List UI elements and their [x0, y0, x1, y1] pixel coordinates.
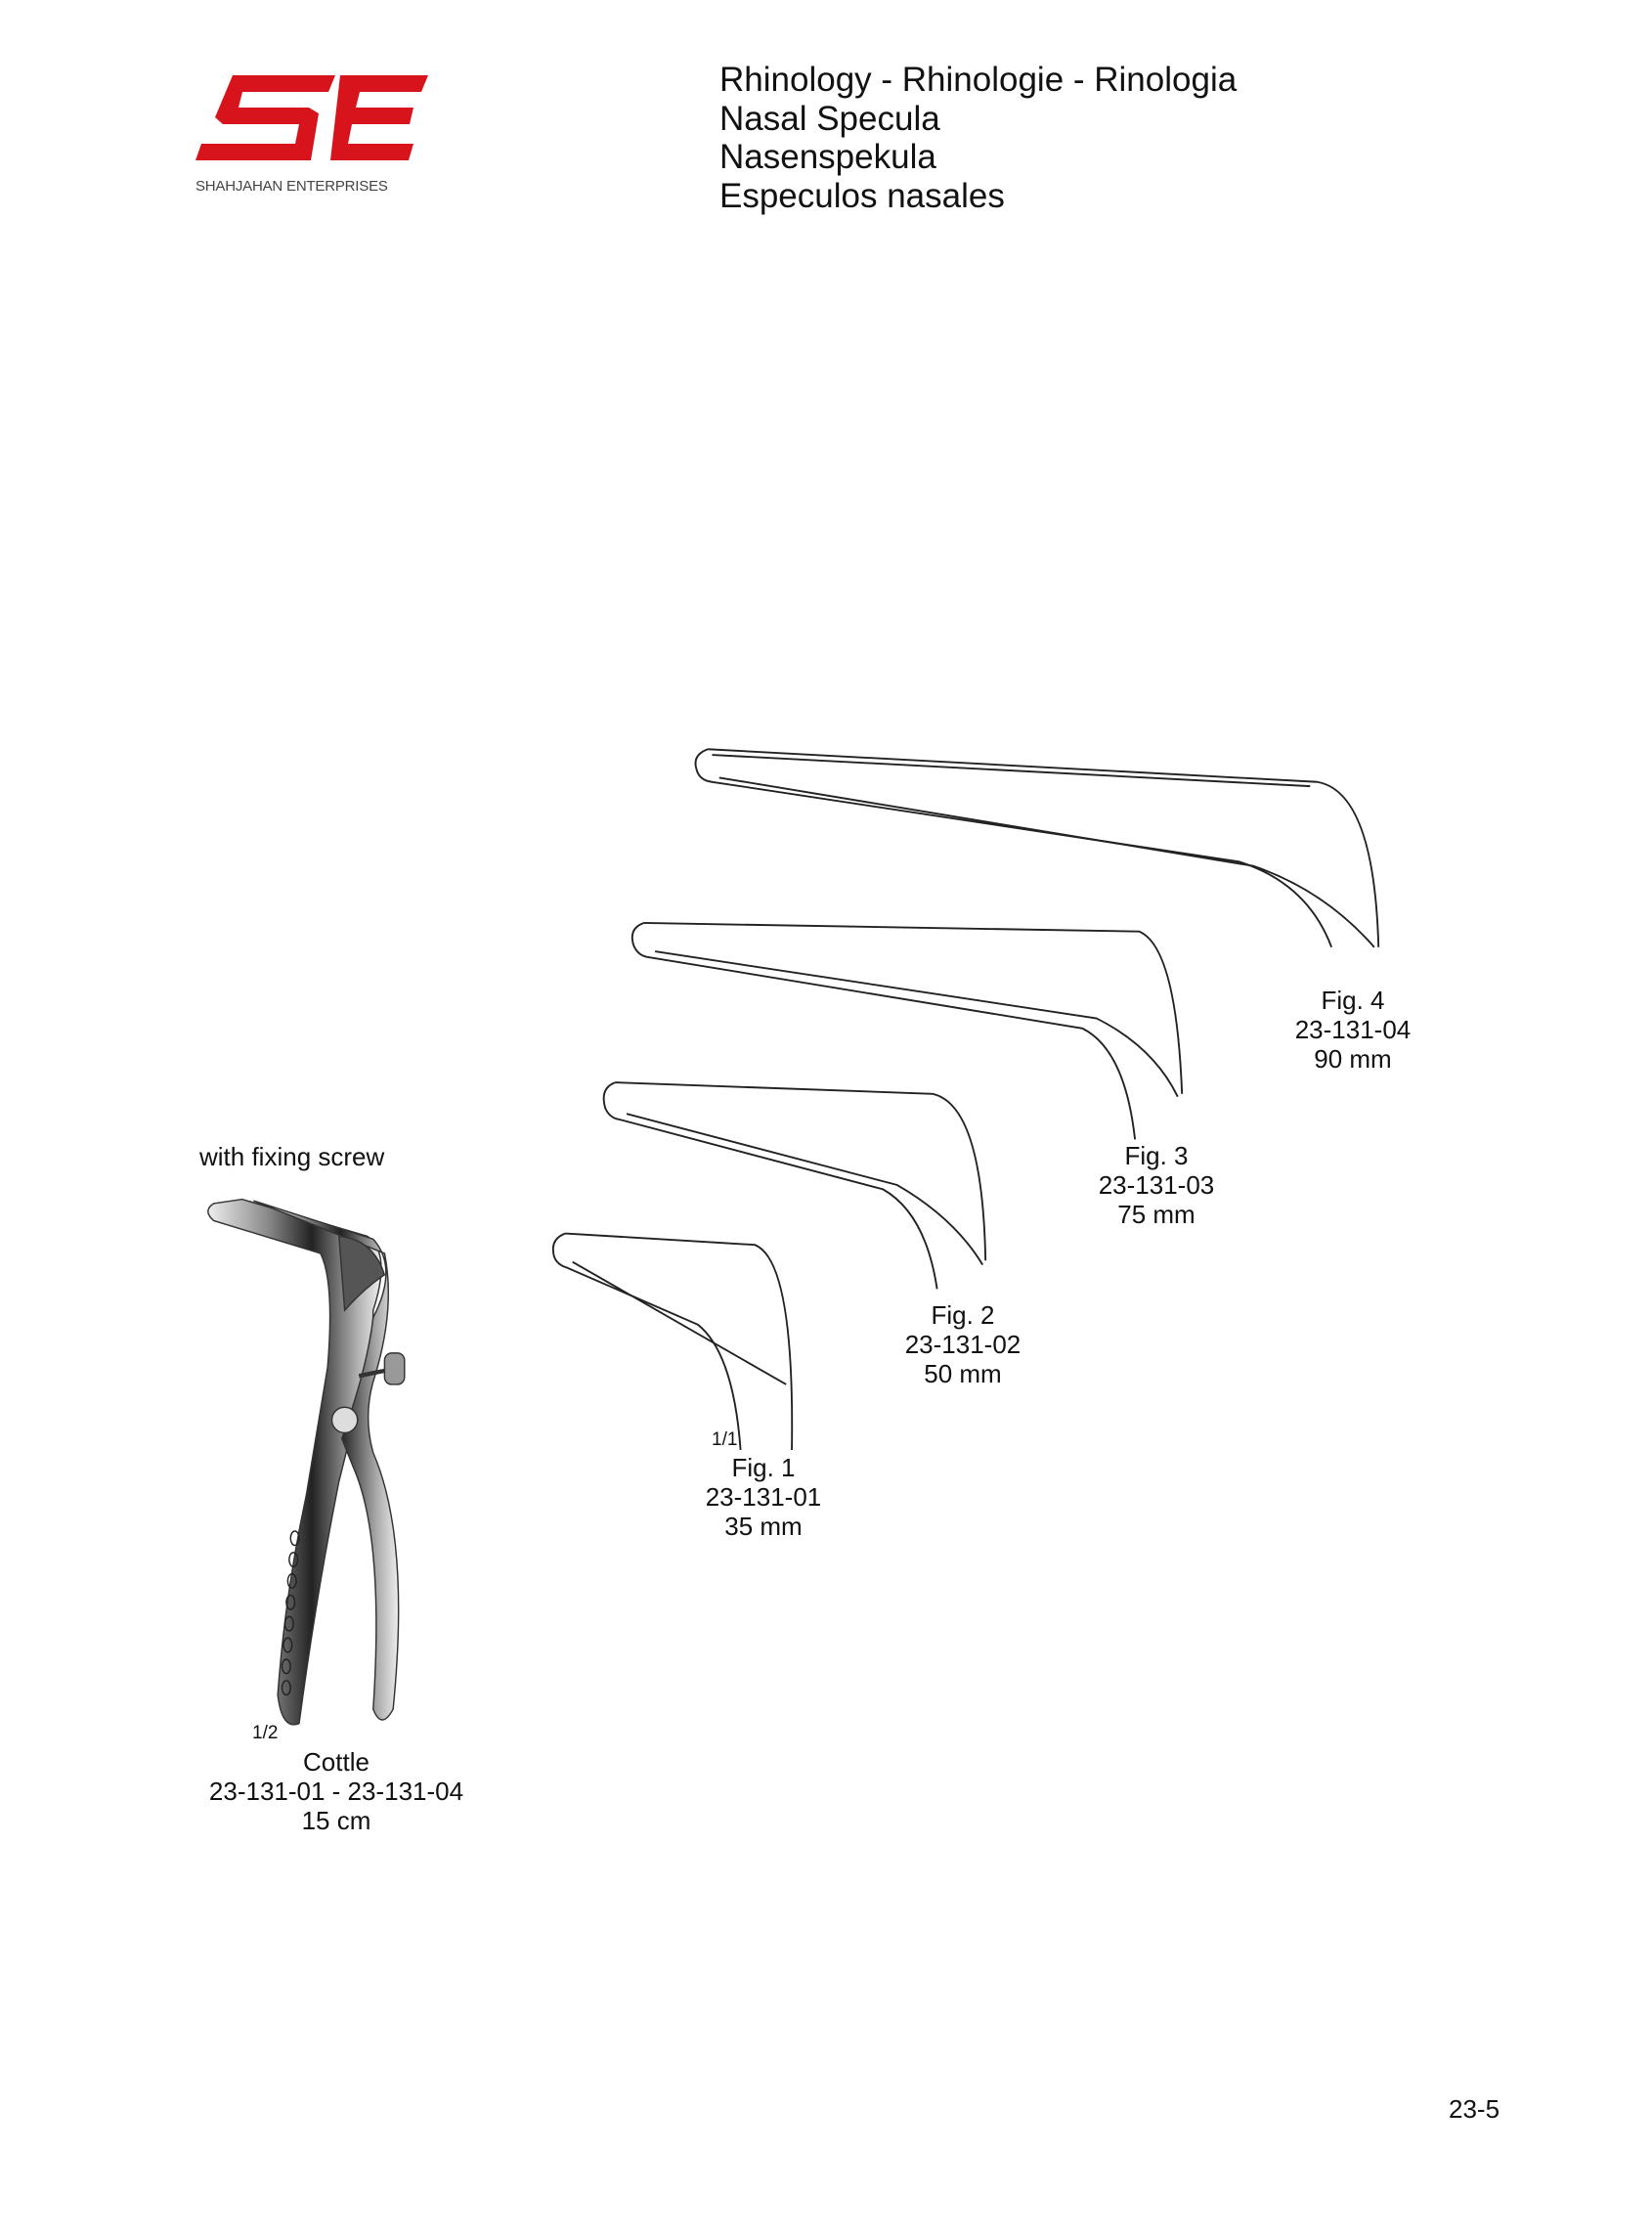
- header-title-es: Especulos nasales: [719, 176, 1005, 215]
- fig-label: Fig. 2: [931, 1300, 995, 1330]
- header-title-de: Nasenspekula: [719, 138, 936, 176]
- instrument-name: Cottle: [303, 1747, 370, 1777]
- fig-code: 23-131-02: [904, 1330, 1022, 1359]
- fig-label: Fig. 3: [1124, 1141, 1189, 1170]
- fig-label: Fig. 4: [1321, 986, 1385, 1015]
- fig-size: 90 mm: [1314, 1044, 1392, 1074]
- instrument-code-range: 23-131-01 - 23-131-04: [208, 1777, 464, 1806]
- fig-size: 75 mm: [1117, 1200, 1196, 1229]
- fig1-caption: Fig. 1 23-131-01 35 mm: [706, 1453, 822, 1541]
- header-category: Rhinology - Rhinologie - Rinologia: [719, 61, 1238, 99]
- header-title-en: Nasal Specula: [719, 99, 940, 138]
- company-logo: SHAHJAHAN ENTERPRISES: [194, 70, 428, 198]
- speculum-blade-fig1: [551, 1232, 794, 1451]
- fig-code: 23-131-03: [1098, 1170, 1215, 1200]
- instrument-scale: 1/2: [252, 1723, 279, 1743]
- fig3-caption: Fig. 3 23-131-03 75 mm: [1099, 1141, 1215, 1229]
- fig-label: Fig. 1: [731, 1453, 796, 1482]
- speculum-blade-fig3: [630, 922, 1184, 1140]
- fig4-caption: Fig. 4 23-131-04 90 mm: [1295, 986, 1412, 1074]
- fig-size: 50 mm: [924, 1359, 1002, 1388]
- fixing-screw-note: with fixing screw: [199, 1142, 385, 1171]
- logo-brand-text: SHAHJAHAN ENTERPRISES: [196, 178, 388, 195]
- page-number: 23-5: [1449, 2094, 1500, 2124]
- fig-code: 23-131-01: [705, 1482, 822, 1512]
- speculum-blade-fig4: [694, 748, 1380, 948]
- fig-size: 35 mm: [724, 1512, 803, 1541]
- instrument-length: 15 cm: [301, 1806, 371, 1835]
- speculum-blade-fig2: [602, 1081, 987, 1290]
- fig2-caption: Fig. 2 23-131-02 50 mm: [905, 1300, 1022, 1388]
- page-header: Rhinology - Rhinologie - Rinologia Nasal…: [719, 61, 1237, 215]
- instrument-caption: Cottle 23-131-01 - 23-131-04 15 cm: [209, 1747, 463, 1835]
- se-logo-mark: [196, 75, 428, 160]
- fig1-scale: 1/1: [712, 1429, 738, 1450]
- cottle-speculum-illustration: [207, 1198, 406, 1726]
- fig-code: 23-131-04: [1294, 1015, 1412, 1044]
